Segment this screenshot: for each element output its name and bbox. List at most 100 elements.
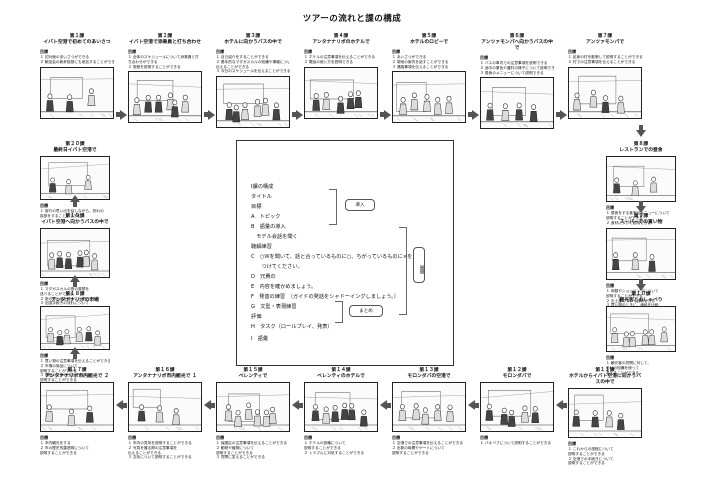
lesson-title: 第４課 アンタナナリボのホテルで (312, 34, 370, 45)
goal-line: 答えることができる (606, 370, 640, 375)
goal-line: ２ 市場の商品について (40, 363, 78, 368)
goal-label: 目標 (40, 434, 48, 440)
lesson-title: 第２課 イバト空港で添乗員と打ち合わせ (128, 34, 201, 45)
flow-arrow (380, 400, 387, 410)
lesson-illustration (304, 381, 378, 432)
goal-label: 目標 (40, 280, 48, 286)
goal-line: 述べることができる (40, 291, 74, 296)
lesson-title: 第１課 イバト空港で初めてのあいさつ (43, 34, 111, 45)
goal-line: １ ホテルの設備について (304, 440, 346, 445)
goal-line: １ あいさつができる (392, 54, 427, 59)
lesson-title: 第５課 ホテルのロビーで (409, 34, 449, 45)
goal-line: 説明することができる (304, 445, 341, 450)
flow-arrow-stem (292, 112, 296, 117)
lesson-title: 第８課 レストランでの昼食 (619, 142, 663, 153)
lesson-title: 第９課 スーパーでの買い物 (619, 214, 663, 225)
goal-line: ２ 村での注意事項を伝えることができる (568, 59, 636, 64)
goal-line: 説明することができる (568, 451, 605, 456)
lesson-illustration (216, 76, 290, 129)
goal-line: ２ 現地の案内を話すことができる (392, 59, 449, 64)
lesson-illustration (40, 155, 110, 200)
goal-label: 目標 (606, 204, 614, 210)
flow-arrow-stem (204, 112, 208, 117)
lesson-illustration (392, 381, 466, 432)
goal-line: １ 市内観光をする (40, 440, 71, 445)
goal-label: 目標 (606, 282, 614, 288)
goal-line: 説明することができる (40, 450, 77, 455)
goal-label: 目標 (480, 434, 488, 440)
lesson-illustration (40, 381, 114, 432)
goal-line: ２ 空港での手続きについて (568, 456, 614, 461)
goal-line: 説明することができる (40, 368, 77, 373)
lesson-illustration (304, 66, 378, 119)
goal-line: ３ 文化について説明することができる (128, 455, 192, 460)
flow-arrow-stem (123, 402, 127, 408)
structure-item: つけてください。 (251, 264, 303, 270)
goal-line: ２ 食材について説明できる (606, 220, 652, 225)
goal-line: ３ 出国手続きの流れについて (40, 301, 89, 306)
flow-arrow (472, 109, 479, 120)
lesson-title: 第１１課 ホテルからイバト空港に向かうバスの中で (568, 368, 641, 385)
lesson-illustration (392, 71, 466, 124)
summary-bracket (335, 301, 343, 323)
lesson-illustration (606, 155, 676, 202)
goal-line: １ 市内の見所を説明することができる (128, 440, 192, 445)
lesson-illustration (606, 227, 676, 280)
goal-line: ２ 電話の使い方を説明できる (304, 59, 354, 64)
goal-label: 目標 (128, 48, 136, 54)
structure-item: 聴解練習 (251, 244, 272, 250)
goal-line: 挨拶をすることができる (40, 213, 81, 218)
structure-item: B 語彙の導入 (251, 224, 286, 230)
page-title: ツアーの流れと課の構成 (302, 14, 402, 24)
goal-label: 目標 (128, 434, 136, 440)
structure-item: A トピック (251, 214, 281, 220)
lesson-title: 第７課 アンツァモンパで (585, 34, 625, 45)
lesson-title: 第１３課 モロンダバの空港で (407, 368, 451, 379)
goal-line: ２ 途中の景色や農村の様子について説明できる (480, 65, 554, 70)
goal-line: １ 保護区の注意事項を伝えることができる (216, 440, 288, 445)
goal-line: １ 全体のスケジュールについて添乗員と打 (128, 54, 199, 59)
goal-label: 目標 (606, 354, 614, 360)
flow-arrow (296, 109, 303, 120)
goal-line: １ 旅行の思い出を話しながら、別れの (40, 208, 104, 213)
goal-label: 目標 (216, 434, 224, 440)
goal-line: 説明することができる (568, 461, 605, 466)
lesson-illustration (128, 381, 202, 432)
goal-line: ２ トラブルに対処することができる (304, 450, 365, 455)
goal-label: 目標 (392, 434, 400, 440)
goal-label: 目標 (568, 48, 576, 54)
goal-line: １ バオバブについて説明することができる (480, 440, 552, 445)
goal-line: 伝えることができる (128, 450, 162, 455)
lesson-title: 第２０課 最終日イバト空港で (53, 142, 97, 153)
goal-line: ２ 動物や植物について (216, 445, 254, 450)
lesson-illustration (40, 305, 110, 350)
goal-line: 説明することができる (606, 215, 643, 220)
structure-item: 目標 (251, 204, 262, 210)
goal-label: 目標 (480, 54, 488, 60)
goal-label: 目標 (216, 48, 224, 54)
goal-line: ２ お土産について説明できる (606, 298, 655, 303)
goal-line: １ 両替やショッピングについて (606, 288, 659, 293)
flow-arrow (556, 400, 563, 410)
lesson-title: 第１９課 イバト空港へ向かうバスの中で (41, 214, 109, 225)
lesson-illustration (480, 77, 554, 130)
summary-tag: まとめ (349, 305, 383, 317)
flow-arrow-stem (73, 354, 77, 359)
